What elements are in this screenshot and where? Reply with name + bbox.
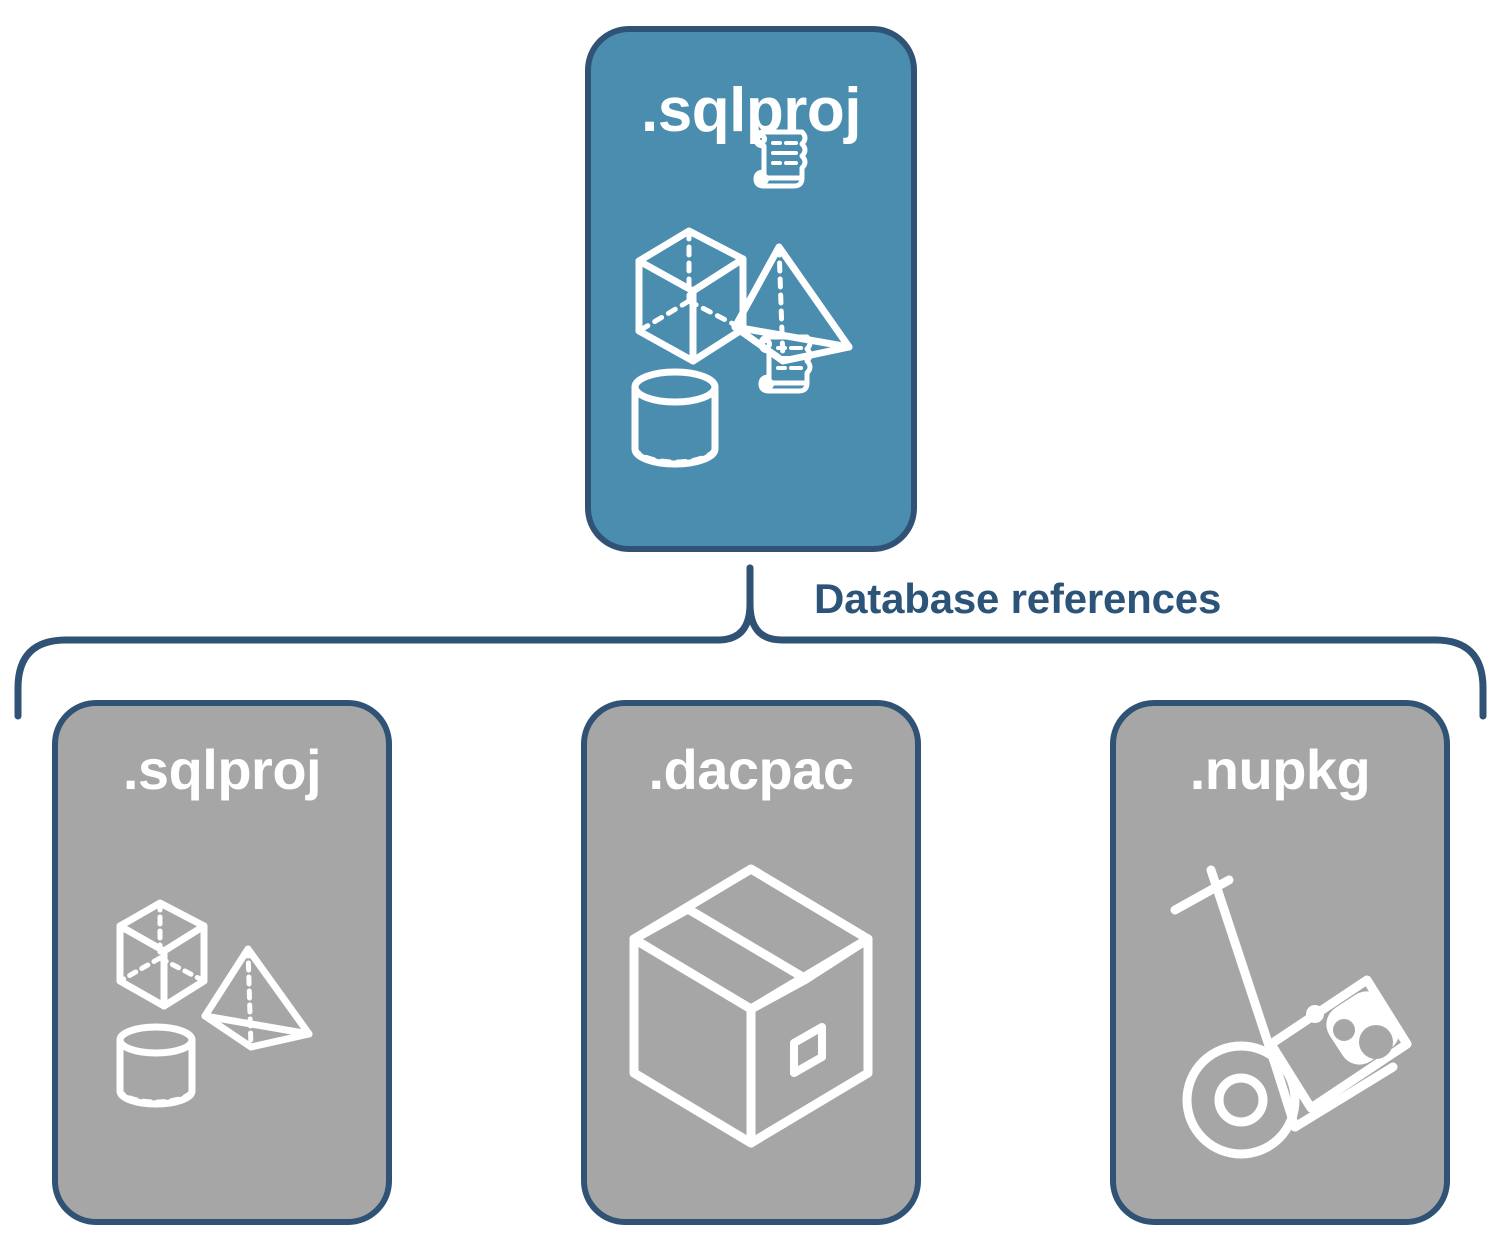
hand-truck-icon	[1170, 865, 1412, 1158]
parent-icons-svg	[631, 227, 853, 468]
node-child-sqlproj[interactable]: .sqlproj	[52, 700, 392, 1225]
connector-label: Database references	[814, 575, 1222, 622]
cylinder-icon	[116, 1023, 196, 1108]
node-child-nupkg-title: .nupkg	[1189, 738, 1371, 801]
scroll-icon	[758, 334, 813, 394]
node-child-nupkg[interactable]: .nupkg	[1110, 700, 1450, 1225]
child-nupkg-icon-group	[1116, 798, 1444, 1219]
child-sqlproj-icon-group	[58, 798, 386, 1219]
cube-icon	[635, 227, 747, 365]
nuget-package-icon	[1266, 975, 1412, 1112]
cylinder-icon	[631, 368, 719, 468]
package-box-icon	[629, 864, 873, 1147]
cube-icon	[116, 899, 208, 1010]
node-child-sqlproj-title: .sqlproj	[122, 738, 322, 801]
child-sqlproj-icons-svg	[116, 899, 313, 1108]
toe-plate	[1290, 1062, 1398, 1131]
node-child-dacpac-title: .dacpac	[648, 738, 854, 801]
node-parent-title: .sqlproj	[641, 76, 861, 145]
scroll-icon	[753, 129, 808, 189]
child-dacpac-icon-group	[587, 798, 915, 1219]
dolly-shaft	[1206, 865, 1282, 1074]
node-child-dacpac[interactable]: .dacpac	[581, 700, 921, 1225]
wheel-icon	[1182, 1041, 1300, 1158]
node-parent-sqlproj[interactable]: .sqlproj	[585, 26, 917, 552]
pyramid-icon	[201, 945, 313, 1051]
parent-icon-group	[591, 129, 911, 546]
